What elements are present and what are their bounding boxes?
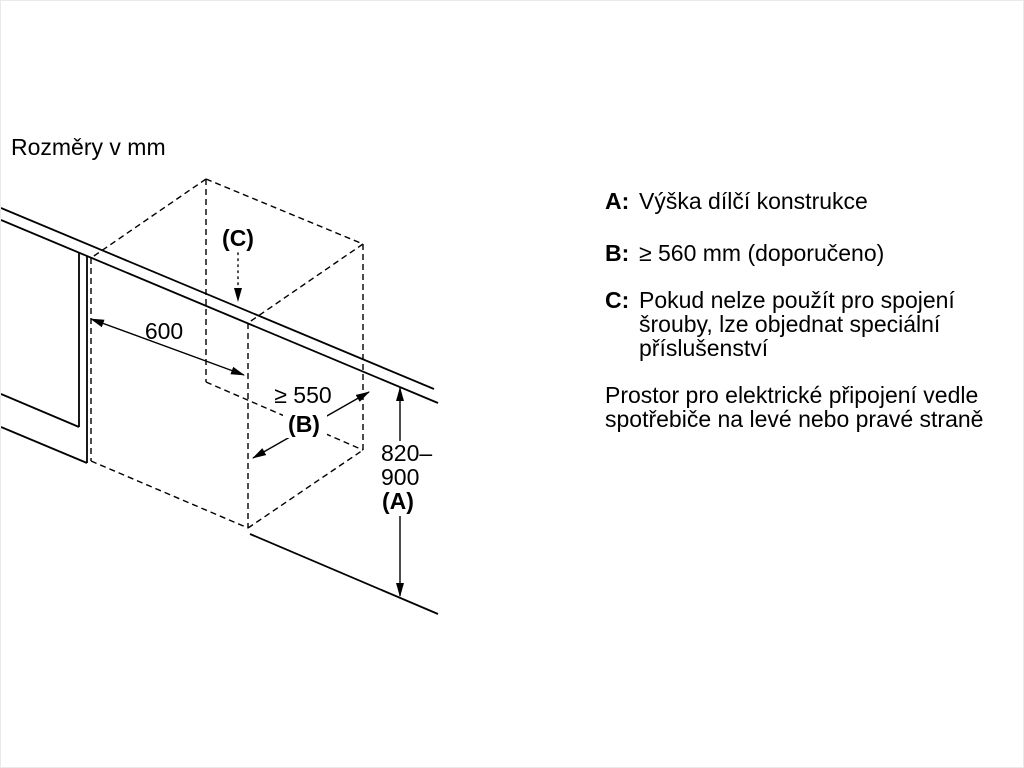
height-letter-label: (A) bbox=[382, 488, 414, 514]
dimension-width-arrow bbox=[90, 318, 245, 376]
legend-text-a: Výška dílčí konstrukce bbox=[639, 188, 868, 214]
legend-key-a: A: bbox=[605, 188, 630, 214]
depth-dimension-label: ≥ 550 bbox=[274, 382, 331, 408]
legend-text-c: Pokud nelze použít pro spojení šrouby, l… bbox=[639, 287, 955, 361]
legend-note: Prostor pro elektrické připojení vedle s… bbox=[605, 382, 984, 432]
floor-line bbox=[249, 533, 439, 615]
left-cabinet-lines bbox=[1, 253, 88, 464]
legend-item-a: A: Výška dílčí konstrukce bbox=[605, 189, 1005, 213]
legend-key-b: B: bbox=[605, 240, 630, 266]
top-fixing-letter-label: (C) bbox=[222, 225, 254, 251]
depth-letter-label: (B) bbox=[288, 411, 320, 437]
width-dimension-label: 600 bbox=[145, 318, 183, 344]
legend-item-b: B: ≥ 560 mm (doporučeno) bbox=[605, 241, 1005, 265]
legend-key-c: C: bbox=[605, 287, 630, 313]
height-dimension-label-bottom: 900 bbox=[381, 464, 419, 490]
dimension-depth-arrow bbox=[252, 391, 370, 459]
page-title: Rozměry v mm bbox=[11, 134, 166, 160]
countertop-edge-lines bbox=[1, 207, 439, 404]
legend-text-b: ≥ 560 mm (doporučeno) bbox=[639, 240, 885, 266]
legend-item-c: C: Pokud nelze použít pro spojení šrouby… bbox=[605, 288, 1005, 360]
height-dimension-label-top: 820– bbox=[381, 440, 432, 466]
